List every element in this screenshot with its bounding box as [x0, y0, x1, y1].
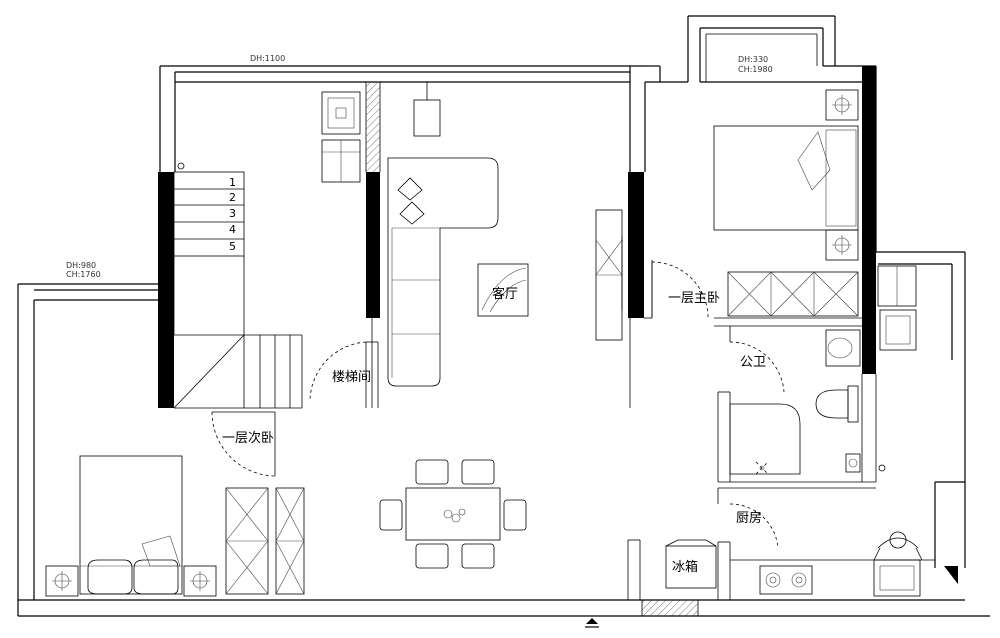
bathroom-fixtures: 公卫: [729, 265, 917, 475]
stair-step-2: 2: [229, 191, 236, 204]
entrance-arrow-icon: [585, 618, 599, 628]
room-label-kitchen: 厨房: [736, 510, 762, 526]
room-label-master-bedroom: 一层主卧: [668, 291, 720, 306]
dimension-labels: DH:1100 DH:330 CH:1980 DH:980 CH:1760: [66, 54, 773, 279]
room-label-living: 客厅: [492, 286, 518, 302]
kitchen-fixtures: 厨房 冰箱: [641, 510, 958, 617]
room-label-fridge: 冰箱: [672, 559, 698, 575]
structural-columns: [158, 66, 876, 408]
stair-step-1: 1: [229, 176, 236, 189]
exterior-walls: [17, 15, 990, 617]
dim-left-window-dh: DH:980: [66, 261, 96, 270]
dim-master-window-dh: DH:330: [738, 55, 768, 64]
living-furniture: 客厅: [321, 82, 529, 387]
stair-step-5: 5: [229, 240, 236, 253]
dining-set: [379, 459, 527, 569]
stairs: 1 2 3 4 5: [173, 162, 302, 409]
interior-walls: [174, 82, 935, 600]
dim-left-window-ch: CH:1760: [66, 270, 101, 279]
room-label-second-bedroom: 一层次卧: [222, 430, 274, 446]
dim-top-window: DH:1100: [250, 54, 285, 63]
room-label-stairwell: 楼梯间: [332, 370, 371, 385]
second-bedroom-furniture: 一层次卧 楼梯间: [45, 370, 371, 597]
room-label-bathroom: 公卫: [740, 355, 766, 370]
dim-master-window-ch: CH:1980: [738, 65, 773, 74]
stair-step-4: 4: [229, 223, 236, 236]
master-bedroom-furniture: 一层主卧: [595, 89, 859, 341]
door-swings: [211, 261, 785, 549]
stair-step-3: 3: [229, 207, 236, 220]
